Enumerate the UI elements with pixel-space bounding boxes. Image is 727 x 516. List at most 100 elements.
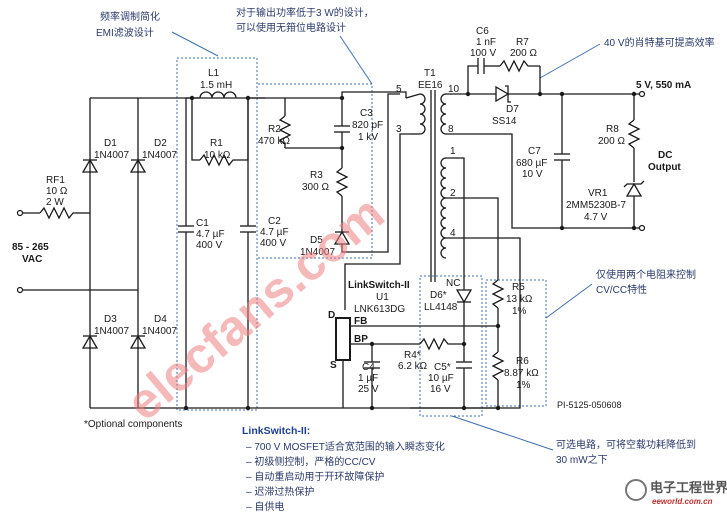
c4-label-val: 1 µF [358, 373, 378, 384]
cvcc-note-line2: CV/CC特性 [596, 283, 647, 296]
input-voltage-range: 85 - 265 [12, 242, 49, 253]
d6-label-part: LL4148 [424, 302, 458, 313]
vr1-label-ref: VR1 [588, 188, 608, 199]
r6-symbol [491, 351, 505, 381]
ic-pin-bp: BP [354, 334, 368, 345]
rf1-label-val: 10 Ω [46, 186, 68, 197]
r1-label-val: 10 kΩ [204, 150, 231, 161]
clamp-pointer [339, 35, 373, 85]
eeworld-logo: 电子工程世界 eeworld.com.cn [625, 479, 727, 506]
c4-label-ref: C4 [362, 362, 375, 373]
schottky-note: 40 V的肖特基可提高效率 [604, 36, 715, 49]
d2-symbol [129, 158, 147, 173]
r8-label-ref: R8 [606, 124, 619, 135]
c3-label-rating: 1 kV [358, 132, 378, 143]
u1-label-ref: U1 [376, 292, 389, 303]
optional-box [419, 275, 483, 417]
clamp-box [258, 83, 373, 259]
ic-pin-fb: FB [354, 316, 367, 327]
r3-label-ref: R3 [310, 170, 323, 181]
output-label-output: Output [648, 162, 681, 173]
r5-symbol [491, 279, 505, 309]
c5-label-ref: C5* [434, 362, 451, 373]
d4-label-ref: D4 [154, 314, 167, 325]
r8-label-val: 200 Ω [598, 136, 625, 147]
r6-label-tol: 1% [516, 380, 531, 391]
t1-pin-3: 3 [396, 124, 402, 135]
c7-label-rating: 10 V [522, 169, 543, 180]
c1-label-val: 4.7 µF [196, 229, 225, 240]
l1-symbol [199, 91, 237, 99]
output-label-dc: DC [658, 150, 672, 161]
emi-pointer [171, 31, 219, 57]
emi-note-line2: EMI滤波设计 [96, 26, 154, 39]
c6-label-rating: 100 V [470, 48, 496, 59]
r4-label-val: 6.2 kΩ [398, 361, 428, 372]
c1-label-rating: 400 V [196, 240, 222, 251]
d1-label-ref: D1 [104, 138, 117, 149]
d5-label-part: 1N4007 [300, 247, 335, 258]
d3-symbol [81, 334, 99, 349]
c2-label-val: 4.7 µF [260, 227, 289, 238]
c3-label-val: 820 pF [352, 120, 383, 131]
feature-item-2: – 初级侧控制，严格的CC/CV [246, 455, 376, 468]
optional-note-line1: 可选电路，可将空载功耗降低到 [556, 438, 696, 451]
emi-note-line1: 频率调制简化 [100, 10, 160, 23]
clamp-note-line2: 可以使用无箝位电路设计 [236, 21, 346, 34]
cvcc-pointer [545, 283, 593, 319]
cvcc-box [485, 279, 547, 407]
logo-name: 电子工程世界 [650, 480, 727, 495]
schottky-pointer [539, 43, 601, 79]
input-voltage-unit: VAC [22, 254, 42, 265]
d6-label-ref: D6* [430, 290, 447, 301]
optional-note-line2: 30 mW之下 [556, 453, 608, 466]
rf1-symbol [39, 206, 76, 220]
r3-label-val: 300 Ω [302, 182, 329, 193]
d4-label-part: 1N4007 [142, 326, 177, 337]
r2-symbol [278, 115, 292, 148]
t1-pin-2: 2 [450, 188, 456, 199]
r7-symbol [499, 59, 540, 73]
u1-label-part: LNK613DG [354, 304, 405, 315]
c7-label-val: 680 µF [516, 158, 547, 169]
c5-label-rating: 16 V [430, 384, 451, 395]
l1-label-val: 1.5 mH [200, 80, 232, 91]
ic-pin-s: S [330, 360, 337, 371]
feature-item-1: – 700 V MOSFET适合宽范围的输入瞬态变化 [246, 440, 445, 453]
r1-symbol [199, 153, 240, 167]
r5-label-ref: R5 [512, 282, 525, 293]
l1-label-ref: L1 [208, 68, 220, 79]
r3-symbol [335, 167, 349, 197]
d5-label-ref: D5 [310, 235, 323, 246]
r7-label-ref: R7 [516, 37, 529, 48]
d4-symbol [129, 334, 147, 349]
t1-pin-8: 8 [448, 124, 454, 135]
d6-symbol [455, 289, 473, 304]
feature-item-3: – 自动重启动用于开环故障保护 [246, 470, 384, 483]
t1-secondary [440, 93, 447, 135]
vr1-symbol [623, 180, 645, 197]
d1-symbol [81, 158, 99, 173]
rf1-label-ref: RF1 [46, 175, 65, 186]
d2-label-ref: D2 [154, 138, 167, 149]
u1-body [335, 317, 351, 361]
rf1-label-rating: 2 W [46, 197, 64, 208]
r5-label-val: 13 kΩ [506, 294, 533, 305]
r1-label-ref: R1 [210, 138, 223, 149]
c3-label-ref: C3 [360, 108, 373, 119]
t1-pin-5: 5 [396, 84, 402, 95]
d3-label-part: 1N4007 [94, 326, 129, 337]
r2-label-val: 470 kΩ [258, 136, 290, 147]
t1-primary [419, 93, 426, 135]
t1-label-part: EE16 [418, 80, 443, 91]
logo-url: eeworld.com.cn [652, 497, 713, 506]
d3-label-ref: D3 [104, 314, 117, 325]
r6-label-val: 8.87 kΩ [504, 368, 539, 379]
c2-label-rating: 400 V [260, 238, 286, 249]
watermark: elecfans.com [116, 185, 395, 432]
c4-label-rating: 25 V [358, 384, 379, 395]
t1-bias-winding [440, 157, 447, 259]
t1-pin-4: 4 [450, 228, 456, 239]
u1-label-family: LinkSwitch-II [348, 280, 410, 291]
